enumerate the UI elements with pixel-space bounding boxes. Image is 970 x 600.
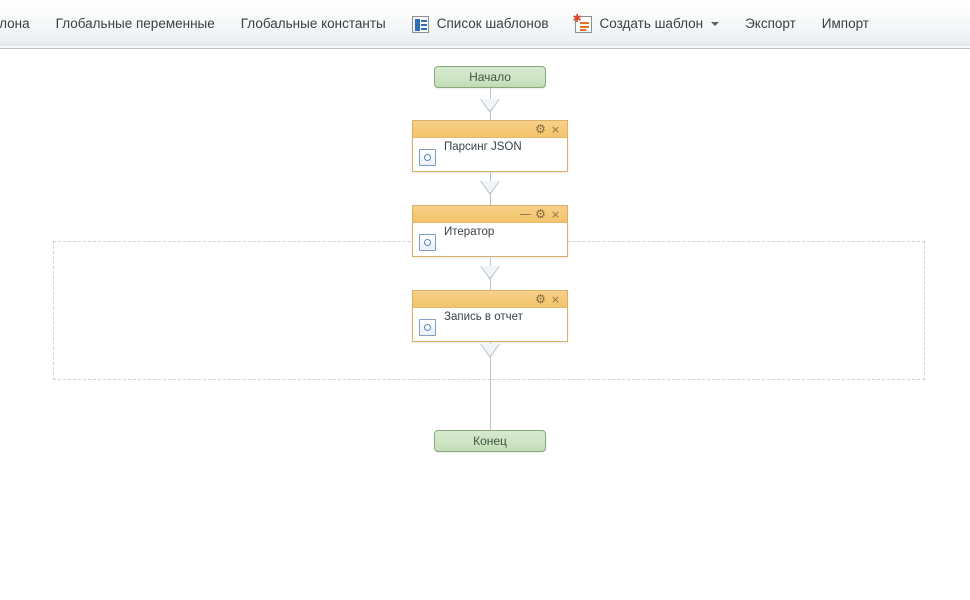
node-title: Итератор xyxy=(444,226,495,238)
gear-icon[interactable]: ⚙ xyxy=(535,292,546,306)
end-node[interactable]: Конец xyxy=(434,430,546,452)
new-template-icon: ✱ xyxy=(573,13,592,33)
arrow-parsing-to-iterator xyxy=(480,181,500,195)
toolbar-item-create-template[interactable]: ✱ Создать шаблон xyxy=(562,1,733,48)
main-toolbar: блона Глобальные переменные Глобальные к… xyxy=(0,0,970,49)
arrow-report-to-end xyxy=(480,344,500,358)
arrow-start-to-parsing xyxy=(480,99,500,113)
close-icon[interactable]: × xyxy=(550,292,561,306)
node-body: Итератор xyxy=(413,223,567,256)
node-title: Запись в отчет xyxy=(444,311,523,323)
chevron-down-icon[interactable] xyxy=(711,22,720,26)
node-header: ⚙ × xyxy=(413,291,567,308)
start-node[interactable]: Начало xyxy=(434,66,546,88)
toolbar-item-label: блона xyxy=(0,16,30,32)
end-node-label: Конец xyxy=(473,434,507,448)
toolbar-item-label: Импорт xyxy=(821,16,869,32)
node-body: Парсинг JSON xyxy=(413,138,567,171)
gear-icon[interactable]: ⚙ xyxy=(535,207,546,221)
start-node-label: Начало xyxy=(469,70,511,84)
node-type-icon xyxy=(419,234,436,251)
toolbar-item-label: Создать шаблон xyxy=(599,16,704,32)
toolbar-item-global-variables[interactable]: Глобальные переменные xyxy=(43,1,228,48)
toolbar-item-label: Глобальные переменные xyxy=(55,16,215,32)
node-write-report[interactable]: ⚙ × Запись в отчет xyxy=(412,290,568,342)
flow-canvas[interactable]: Начало ⚙ × Парсинг JSON — ⚙ × Итератор xyxy=(0,49,970,600)
toolbar-item-global-constants[interactable]: Глобальные константы xyxy=(228,1,399,48)
node-type-icon xyxy=(419,149,436,166)
node-body: Запись в отчет xyxy=(413,308,567,341)
toolbar-item-label: Экспорт xyxy=(745,16,796,32)
node-iterator[interactable]: — ⚙ × Итератор xyxy=(412,205,568,257)
connector-report-to-end xyxy=(490,341,491,441)
toolbar-item-label: Список шаблонов xyxy=(436,16,549,32)
node-title: Парсинг JSON xyxy=(444,141,522,153)
list-template-icon xyxy=(411,15,429,33)
toolbar-item-export[interactable]: Экспорт xyxy=(732,1,809,48)
minimize-icon[interactable]: — xyxy=(519,207,532,221)
node-header: ⚙ × xyxy=(413,121,567,138)
toolbar-item-template-list[interactable]: Список шаблонов xyxy=(399,1,562,48)
close-icon[interactable]: × xyxy=(550,207,561,221)
close-icon[interactable]: × xyxy=(550,122,561,136)
gear-icon[interactable]: ⚙ xyxy=(535,122,546,136)
node-header: — ⚙ × xyxy=(413,206,567,223)
node-parsing-json[interactable]: ⚙ × Парсинг JSON xyxy=(412,120,568,172)
toolbar-item-import[interactable]: Импорт xyxy=(809,1,882,48)
toolbar-item-label: Глобальные константы xyxy=(240,16,386,32)
node-type-icon xyxy=(419,319,436,336)
arrow-iterator-to-report xyxy=(480,266,500,280)
toolbar-item-shablona[interactable]: блона xyxy=(0,1,43,48)
